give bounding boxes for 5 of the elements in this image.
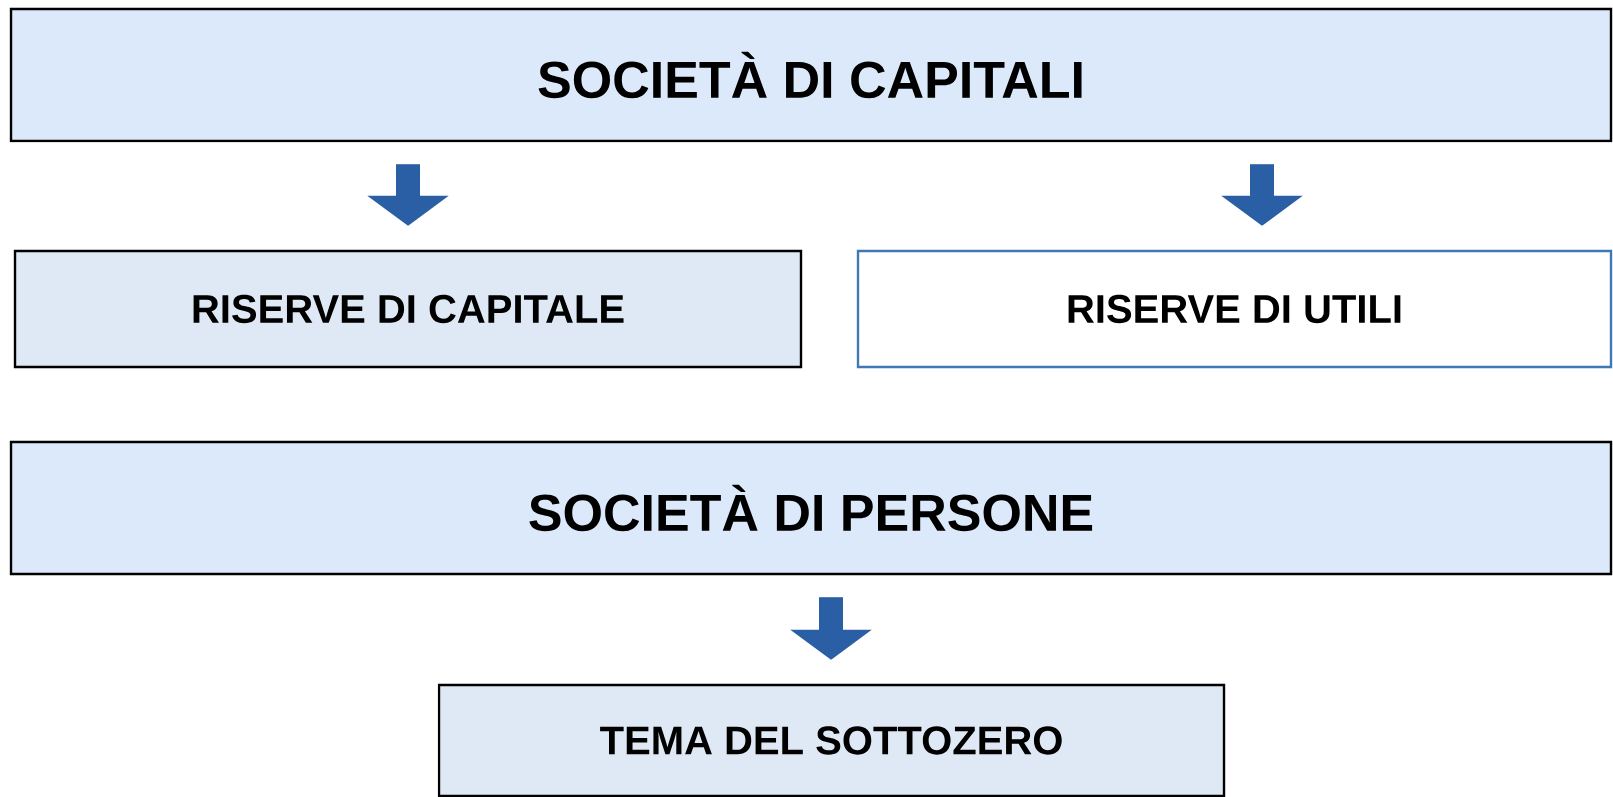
category-box: RISERVE DI UTILI bbox=[856, 249, 1613, 369]
category-box: RISERVE DI CAPITALE bbox=[13, 249, 803, 369]
title-box: SOCIETÀ DI PERSONE bbox=[9, 440, 1613, 576]
title-box: SOCIETÀ DI CAPITALI bbox=[9, 7, 1613, 143]
topic-box: TEMA DEL SOTTOZERO bbox=[437, 683, 1226, 797]
